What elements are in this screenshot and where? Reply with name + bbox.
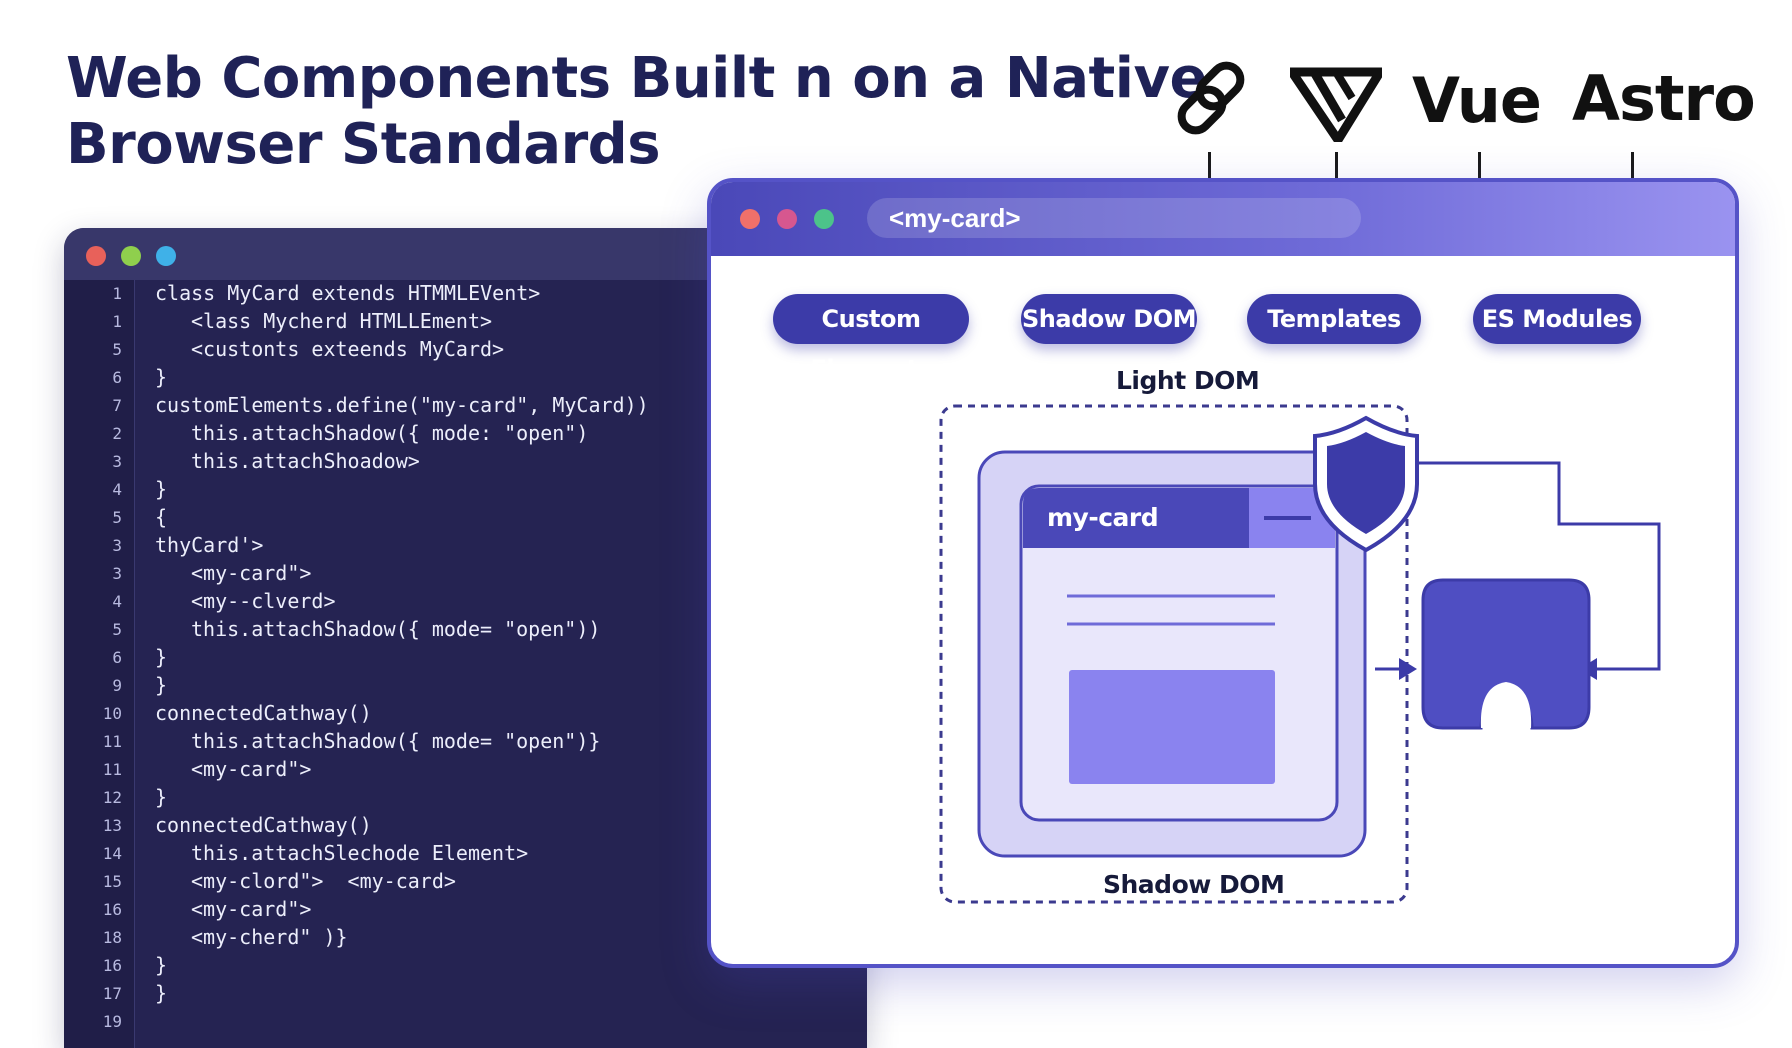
line-number: 11 bbox=[102, 760, 122, 779]
line-number: 5 bbox=[112, 508, 122, 527]
browser-title-bar: <my-card> bbox=[711, 182, 1735, 256]
code-text: this.attachShadow({ mode: "open") bbox=[191, 421, 589, 445]
code-text: <my-card"> bbox=[191, 561, 312, 585]
line-number: 6 bbox=[112, 368, 122, 387]
line-number: 16 bbox=[102, 956, 122, 975]
vue-logo: Vue bbox=[1412, 64, 1542, 137]
line-number: 17 bbox=[102, 984, 122, 1003]
line-number: 2 bbox=[112, 424, 122, 443]
line-number: 19 bbox=[102, 1012, 122, 1031]
angular-v-logo-icon bbox=[1290, 67, 1382, 142]
line-number: 1 bbox=[112, 284, 122, 303]
connector-stem bbox=[1208, 152, 1211, 178]
dom-diagram bbox=[939, 404, 1661, 904]
title-line-1: Web Components Built n on a Native bbox=[66, 46, 1207, 111]
line-number: 4 bbox=[112, 480, 122, 499]
line-number: 1 bbox=[112, 312, 122, 331]
line-number: 5 bbox=[112, 340, 122, 359]
connector-line bbox=[1417, 461, 1661, 671]
line-number: 9 bbox=[112, 676, 122, 695]
line-number: 13 bbox=[102, 816, 122, 835]
line-number: 10 bbox=[102, 704, 122, 723]
minimize-dot[interactable] bbox=[777, 209, 797, 229]
line-number: 11 bbox=[102, 732, 122, 751]
code-text: this.attachShadow({ mode= "open")} bbox=[191, 729, 601, 753]
code-text: <my-card"> bbox=[191, 757, 312, 781]
astro-logo: Astro bbox=[1572, 62, 1756, 135]
light-dom-boundary bbox=[939, 404, 1409, 904]
connector-stem bbox=[1478, 152, 1481, 178]
maximize-dot[interactable] bbox=[814, 209, 834, 229]
close-dot[interactable] bbox=[740, 209, 760, 229]
code-text: this.attachShoadow> bbox=[191, 449, 420, 473]
line-number: 5 bbox=[112, 620, 122, 639]
code-text: this.attachSlechode Element> bbox=[191, 841, 529, 865]
code-text: <custonts exteends MyCard> bbox=[191, 337, 505, 361]
close-dot[interactable] bbox=[86, 246, 106, 266]
line-number: 14 bbox=[102, 844, 122, 863]
page-title: Web Components Built n on a Native Brows… bbox=[66, 46, 1207, 178]
pill-es-modules[interactable]: ES Modules bbox=[1473, 294, 1641, 344]
code-text: <lass Mycherd HTMLLEment> bbox=[191, 309, 493, 333]
code-text: <my-clord"> <my-card> bbox=[191, 869, 456, 893]
code-text: } bbox=[155, 673, 168, 697]
code-text: connectedCathway() bbox=[155, 813, 372, 837]
light-dom-label: Light DOM bbox=[1116, 366, 1260, 395]
line-number: 3 bbox=[112, 564, 122, 583]
code-text: class MyCard extends HTMMLEVent> bbox=[155, 281, 541, 305]
code-text: { bbox=[155, 505, 168, 529]
line-number: 12 bbox=[102, 788, 122, 807]
line-number-gutter bbox=[64, 280, 135, 1048]
connector-stem bbox=[1631, 152, 1634, 178]
code-text: } bbox=[155, 477, 168, 501]
code-text: <my--clverd> bbox=[191, 589, 336, 613]
line-number: 16 bbox=[102, 900, 122, 919]
pill-shadow-dom[interactable]: Shadow DOM bbox=[1021, 294, 1197, 344]
minimize-dot[interactable] bbox=[121, 246, 141, 266]
arrow-head bbox=[1399, 658, 1417, 680]
image-placeholder bbox=[1069, 670, 1275, 784]
line-number: 18 bbox=[102, 928, 122, 947]
line-number: 4 bbox=[112, 592, 122, 611]
code-text: } bbox=[155, 645, 168, 669]
code-text: customElements.define("my-card", MyCard)… bbox=[155, 393, 649, 417]
pill-custom-elements[interactable]: Custom Elements bbox=[773, 294, 969, 383]
pill-templates[interactable]: Templates bbox=[1247, 294, 1421, 344]
address-bar[interactable]: <my-card> bbox=[867, 198, 1361, 238]
line-number: 6 bbox=[112, 648, 122, 667]
code-text: } bbox=[155, 953, 168, 977]
code-text: connectedCathway() bbox=[155, 701, 372, 725]
title-line-2: Browser Standards bbox=[66, 112, 661, 177]
card-title: my-card bbox=[1047, 503, 1159, 532]
code-text: } bbox=[155, 365, 168, 389]
code-text: } bbox=[155, 785, 168, 809]
maximize-dot[interactable] bbox=[156, 246, 176, 266]
code-text: <my-cherd" )} bbox=[191, 925, 348, 949]
code-text: } bbox=[155, 981, 168, 1005]
line-number: 15 bbox=[102, 872, 122, 891]
code-text: this.attachShadow({ mode= "open")) bbox=[191, 617, 601, 641]
line-number: 3 bbox=[112, 536, 122, 555]
shadow-dom-label: Shadow DOM bbox=[1103, 870, 1285, 899]
line-number: 7 bbox=[112, 396, 122, 415]
code-text: <my-card"> bbox=[191, 897, 312, 921]
line-number: 3 bbox=[112, 452, 122, 471]
code-text: thyCard'> bbox=[155, 533, 264, 557]
connector-stem bbox=[1335, 152, 1338, 178]
browser-window: <my-card> Custom Elements Shadow DOM Tem… bbox=[707, 178, 1739, 968]
